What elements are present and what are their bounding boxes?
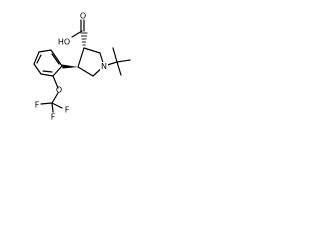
bond-cf3-f-right (51, 102, 63, 109)
bond-ar3-ar4 (33, 63, 42, 75)
bonds (33, 19, 131, 113)
atom-label-ether-o: O (56, 86, 62, 95)
structure-canvas: HO O N O F F F (0, 0, 152, 152)
atom-label-f-left: F (35, 101, 40, 110)
bond-o-cf3 (51, 92, 59, 104)
bond-cq-me3 (116, 61, 122, 76)
atom-labels: HO O N O F F F (35, 12, 108, 122)
atom-label-ring-n: N (101, 62, 107, 71)
bond-c5-c4 (77, 66, 94, 77)
atom-label-f-center: F (51, 113, 56, 122)
bond-c4-c3 (77, 47, 85, 68)
atom-label-carbonyl-o: O (80, 12, 86, 21)
bond-ar2-o (52, 75, 59, 89)
bond-cq-me1 (112, 47, 118, 63)
hashed-wedge-c3-carboxyl (80, 32, 88, 46)
bond-ar2-ar3 (40, 73, 54, 77)
bond-ar1-ar2 (52, 65, 63, 77)
aromatic-inner-2 (36, 54, 42, 64)
bond-cf3-f-left (40, 102, 53, 105)
bond-ar5-ar6 (38, 49, 52, 53)
bond-ar6-ar1 (50, 49, 63, 67)
aromatic-inner-1 (42, 70, 53, 73)
atom-mask-n (100, 62, 108, 71)
bond-ar4-ar5 (33, 51, 40, 65)
aromatic-inner-3 (51, 53, 60, 65)
bond-c3-c2 (83, 47, 101, 54)
bond-cq-me2 (116, 59, 131, 63)
molecule-drawing: HO O N O F F F (33, 12, 131, 122)
bold-wedge-c4-aryl (62, 64, 78, 69)
bond-cf3-f-center (51, 102, 54, 113)
atom-label-f-right: F (65, 106, 70, 115)
atom-label-ho: HO (58, 38, 70, 47)
bond-c-oh (71, 30, 83, 38)
